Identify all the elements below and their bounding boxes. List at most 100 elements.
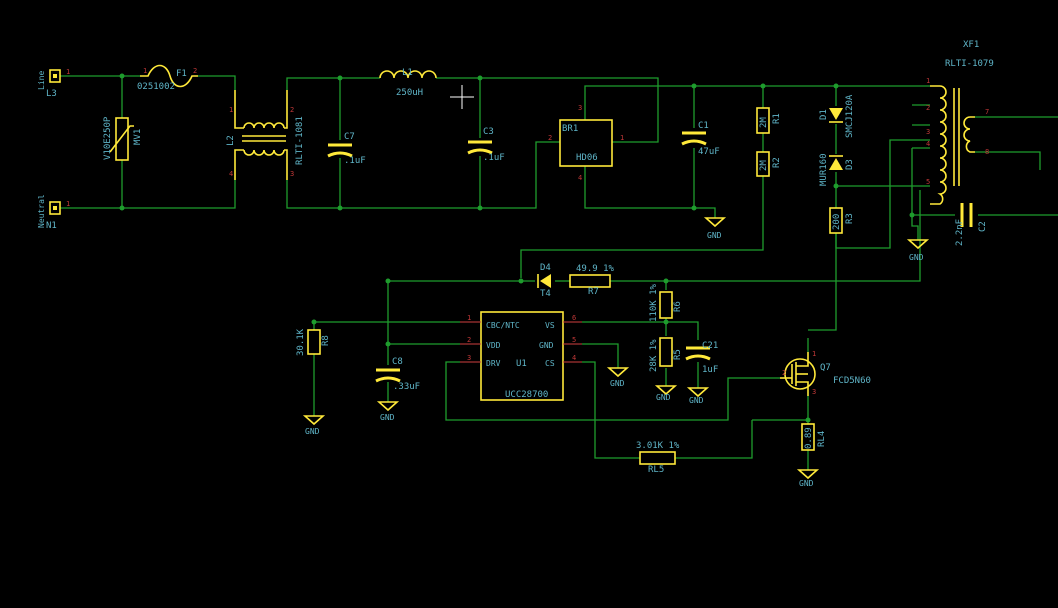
inductor-l1-value: 250uH: [396, 88, 423, 98]
diode-d3[interactable]: MUR160 D3: [819, 153, 855, 186]
gnd-symbol-c1: GND: [703, 217, 727, 240]
capacitor-c1[interactable]: C1 47uF: [681, 121, 720, 157]
diode-d4[interactable]: D4 T4: [537, 263, 551, 299]
svg-text:2: 2: [782, 369, 786, 377]
resistor-r3-ref: R3: [845, 213, 855, 224]
svg-text:4: 4: [578, 174, 582, 182]
capacitor-c21-ref: C21: [702, 341, 718, 351]
diode-d1-value: SMCJ120A: [845, 94, 855, 138]
u1-pin-drv: DRV: [486, 359, 501, 368]
gnd-symbol-rl4: GND: [796, 469, 820, 488]
svg-text:1: 1: [143, 67, 147, 75]
mosfet-q7-ref: Q7: [820, 363, 831, 373]
resistor-rl4-value: 0.89: [804, 427, 814, 449]
svg-text:4: 4: [572, 354, 576, 362]
capacitor-c7[interactable]: C7 .1uF: [327, 132, 366, 166]
capacitor-c2-ref: C2: [978, 221, 988, 232]
svg-text:1: 1: [467, 314, 471, 322]
gnd-symbol-c21: GND: [686, 387, 710, 405]
resistor-r1-ref: R1: [772, 113, 782, 124]
resistor-r3-value: 200: [832, 214, 842, 230]
connector-neutral-ref: N1: [46, 221, 57, 231]
capacitor-c21[interactable]: C21 1uF: [685, 341, 718, 375]
choke-l2-ref: L2: [226, 135, 236, 146]
svg-text:7: 7: [985, 108, 989, 116]
resistor-rl5-ref: RL5: [648, 465, 664, 475]
resistor-rl4[interactable]: 0.89 RL4: [801, 423, 827, 451]
capacitor-c2[interactable]: 2.2nF C2: [955, 203, 988, 246]
capacitor-c3[interactable]: C3 .1uF: [467, 127, 505, 163]
varistor-mv1-ref: MV1: [133, 129, 143, 145]
ic-u1-ref: U1: [516, 359, 527, 369]
bridge-br1-ref: BR1: [562, 124, 578, 134]
svg-text:3: 3: [467, 354, 471, 362]
crosshair-cursor-icon: [450, 85, 474, 109]
u1-pin-cbc-ntc: CBC/NTC: [486, 321, 520, 330]
resistor-r5-value: 28K 1%: [649, 339, 659, 372]
resistor-r2-ref: R2: [772, 157, 782, 168]
resistor-r8[interactable]: 30.1K R8: [296, 328, 331, 356]
capacitor-c3-ref: C3: [483, 127, 494, 137]
transformer-xf1[interactable]: XF1 RLTI-1079 1 2 3 4 5 7 8: [926, 40, 994, 205]
capacitor-c8-value: .33uF: [393, 382, 420, 392]
resistor-r1[interactable]: 2M R1: [756, 107, 782, 134]
svg-text:1: 1: [926, 77, 930, 85]
resistor-rl5-value: 3.01K 1%: [636, 441, 680, 451]
resistor-rl4-ref: RL4: [817, 431, 827, 447]
svg-text:1: 1: [812, 350, 816, 358]
ic-u1[interactable]: 1 2 3 6 5 4 CBC/NTC VDD DRV VS GND CS U1…: [460, 311, 582, 401]
gnd-label: GND: [610, 379, 625, 388]
resistor-r6-ref: R6: [673, 301, 683, 312]
connector-neutral-label: Neutral: [37, 194, 46, 228]
capacitor-c7-value: .1uF: [344, 156, 366, 166]
gnd-label: GND: [305, 427, 320, 436]
inductor-l1[interactable]: L1 250uH: [379, 68, 437, 98]
fuse-f1[interactable]: 1 2 F1 0251002: [137, 64, 198, 93]
resistor-r8-value: 30.1K: [296, 328, 306, 356]
u1-pin-vs: VS: [545, 321, 555, 330]
capacitor-c7-ref: C7: [344, 132, 355, 142]
resistor-r1-value: 2M: [759, 117, 769, 128]
diode-d3-ref: D3: [845, 159, 855, 170]
resistor-r5[interactable]: 28K 1% R5: [649, 337, 683, 372]
svg-text:3: 3: [812, 388, 816, 396]
resistor-r5-ref: R5: [673, 349, 683, 360]
resistor-r6[interactable]: 110K 1% R6: [649, 283, 683, 322]
capacitor-c2-value: 2.2nF: [955, 219, 965, 246]
bridge-br1[interactable]: 3 2 1 4 BR1 HD06: [548, 104, 624, 182]
connector-line-ref: L3: [46, 89, 57, 99]
connector-line[interactable]: 1 L3 Line: [37, 68, 70, 99]
connector-neutral[interactable]: 1 N1 Neutral: [37, 194, 70, 231]
capacitor-c1-ref: C1: [698, 121, 709, 131]
u1-pin-vdd: VDD: [486, 341, 501, 350]
resistor-r3[interactable]: 200 R3: [829, 207, 855, 234]
svg-text:4: 4: [229, 170, 233, 178]
svg-text:8: 8: [985, 148, 989, 156]
svg-text:1: 1: [620, 134, 624, 142]
svg-text:3: 3: [926, 128, 930, 136]
fuse-f1-ref: F1: [176, 69, 187, 79]
svg-text:2: 2: [548, 134, 552, 142]
resistor-r2[interactable]: 2M R2: [756, 151, 782, 177]
gnd-label: GND: [380, 413, 395, 422]
u1-pin-gnd: GND: [539, 341, 554, 350]
resistor-rl5[interactable]: 3.01K 1% RL5: [636, 441, 680, 475]
ic-u1-value: UCC28700: [505, 390, 548, 400]
transformer-xf1-value: RLTI-1079: [945, 59, 994, 69]
diode-d3-value: MUR160: [819, 153, 829, 186]
svg-text:6: 6: [572, 314, 576, 322]
gnd-label: GND: [689, 396, 704, 405]
mosfet-q7[interactable]: 1 2 3 Q7 FCD5N60: [780, 350, 871, 396]
mosfet-q7-value: FCD5N60: [833, 376, 871, 386]
capacitor-c8[interactable]: C8 .33uF: [375, 357, 420, 392]
resistor-r8-ref: R8: [321, 335, 331, 346]
svg-text:1: 1: [66, 200, 70, 208]
varistor-mv1[interactable]: MV1 V10E250P: [103, 116, 143, 161]
wires: [60, 75, 1058, 470]
svg-text:2: 2: [467, 336, 471, 344]
diode-d1-ref: D1: [819, 109, 829, 120]
resistor-r7[interactable]: 49.9 1% R7: [569, 264, 615, 297]
choke-l2[interactable]: 1 2 4 3 L2 RLTI-1081: [226, 90, 305, 180]
diode-d1[interactable]: D1 SMCJ120A: [819, 94, 855, 138]
